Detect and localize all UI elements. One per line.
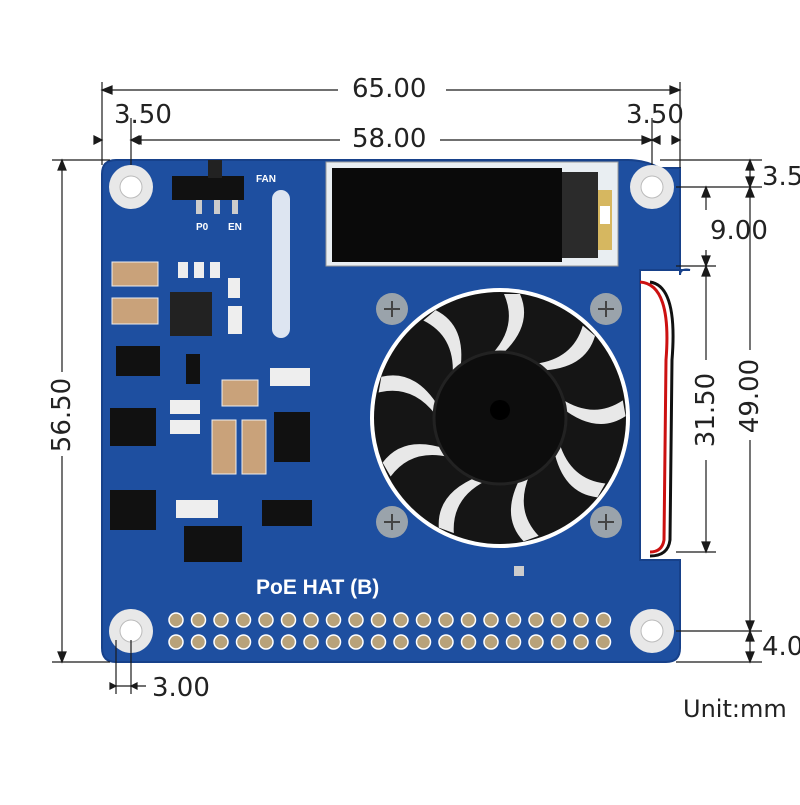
component-area — [110, 261, 524, 576]
fan-switch — [172, 160, 244, 214]
gpio-pin — [213, 634, 229, 650]
mounting-hole-top-right — [630, 165, 674, 209]
gpio-pin — [370, 634, 387, 650]
gpio-pin — [505, 612, 522, 628]
fan-blade — [553, 443, 606, 498]
gpio-header — [168, 612, 612, 650]
dim-header-offset: 3.00 — [152, 673, 210, 703]
cooling-fan — [370, 288, 630, 548]
gpio-pin — [325, 612, 342, 628]
gpio-pin — [280, 634, 297, 650]
gpio-pin — [168, 634, 184, 650]
silk-fan: FAN — [256, 174, 276, 185]
gpio-pin — [190, 634, 207, 650]
dim-bottom-margin: 4.0 — [762, 632, 800, 662]
fan-blade — [378, 375, 439, 415]
gpio-pin — [303, 612, 319, 628]
mounting-hole-top-left — [109, 165, 153, 209]
gpio-pin — [550, 612, 567, 628]
gpio-pin — [528, 612, 544, 628]
gpio-pin — [280, 612, 297, 628]
fan-blade — [535, 325, 596, 371]
dim-hole-inset-right: 3.50 — [626, 100, 684, 130]
gpio-pin — [595, 612, 612, 628]
fan-blade — [510, 475, 539, 542]
dim-hole-spacing-x: 58.00 — [352, 124, 427, 154]
dimension-lines — [52, 82, 762, 694]
gpio-pin — [573, 634, 589, 650]
gpio-pin — [573, 612, 589, 628]
gpio-pin — [258, 612, 274, 628]
gpio-pin — [415, 634, 432, 650]
gpio-pin — [258, 634, 274, 650]
oled-display — [325, 161, 619, 267]
gpio-pin — [550, 634, 567, 650]
fan-screw-tr — [590, 293, 622, 325]
gpio-pin — [483, 612, 499, 628]
fan-blade — [561, 399, 626, 424]
gpio-pin — [213, 612, 229, 628]
gpio-pin — [483, 634, 499, 650]
gpio-pin — [348, 634, 364, 650]
gpio-pin — [235, 612, 252, 628]
dim-fan-height: 31.50 — [691, 372, 721, 448]
gpio-pin — [393, 634, 409, 650]
mounting-hole-bottom-right — [630, 609, 674, 653]
gpio-pin — [235, 634, 252, 650]
gpio-pin — [460, 634, 477, 650]
gpio-pin — [190, 612, 207, 628]
fan-blade — [423, 310, 462, 375]
fan-screw-tl — [376, 293, 408, 325]
fan-blade — [382, 444, 449, 477]
gpio-pin — [168, 612, 184, 628]
dim-oled-offset: 9.00 — [710, 216, 768, 246]
gpio-pin — [438, 612, 454, 628]
fan-screw-br — [590, 506, 622, 538]
fan-screw-bl — [376, 506, 408, 538]
gpio-pin — [415, 612, 432, 628]
silk-en: EN — [228, 222, 242, 233]
unit-label: Unit:mm — [683, 695, 787, 723]
gpio-pin — [325, 634, 342, 650]
gpio-pin — [303, 634, 319, 650]
dim-hole-spacing-y: 49.00 — [735, 358, 765, 434]
gpio-pin — [595, 634, 612, 650]
dim-top-margin: 3.5 — [762, 162, 800, 192]
dim-overall-width: 65.00 — [352, 74, 427, 104]
gpio-pin — [393, 612, 409, 628]
gpio-pin — [348, 612, 364, 628]
fan-blade — [492, 294, 525, 356]
gpio-pin — [528, 634, 544, 650]
dim-overall-height: 56.50 — [47, 377, 77, 453]
fan-wires — [639, 280, 669, 554]
dim-hole-inset-left: 3.50 — [114, 100, 172, 130]
gpio-pin — [438, 634, 454, 650]
fan-blade — [438, 476, 486, 534]
gpio-pin — [370, 612, 387, 628]
board-slot — [272, 190, 290, 338]
gpio-pin — [505, 634, 522, 650]
board-label: PoE HAT (B) — [256, 576, 380, 599]
gpio-pin — [460, 612, 477, 628]
silk-p0: P0 — [196, 222, 209, 233]
